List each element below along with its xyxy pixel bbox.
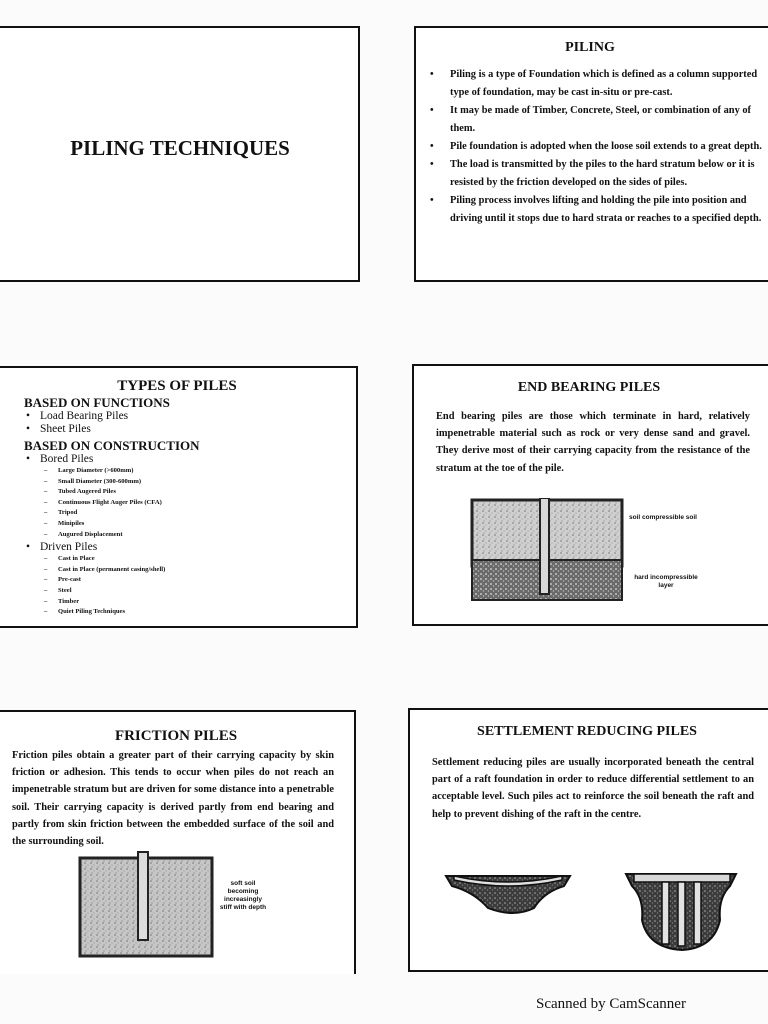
slide-title: SETTLEMENT REDUCING PILES [477, 724, 697, 739]
slide-title: TYPES OF PILES [117, 378, 237, 394]
list-subitem: Tripod [44, 508, 356, 519]
list-subitem: Continuous Flight Auger Piles (CFA) [44, 498, 356, 509]
raft-with-piles-diagram [624, 873, 738, 952]
list-item: Sheet Piles [26, 423, 356, 436]
label-soil-compressible: soil compressible soil [629, 514, 697, 521]
list-item-driven-piles: Driven Piles [26, 541, 356, 554]
list-item: Piling process involves lifting and hold… [430, 192, 764, 228]
list-subitem: Steel [44, 586, 356, 597]
heading-based-on-functions: BASED ON FUNCTIONS [24, 395, 170, 410]
list-subitem: Quiet Piling Techniques [44, 607, 356, 618]
slide-title: FRICTION PILES [114, 728, 238, 744]
raft-without-piles-diagram [444, 875, 572, 914]
slide-piling-techniques: PILING TECHNIQUES [0, 26, 360, 282]
list-item-bored-piles: Bored Piles [26, 453, 356, 466]
scanner-watermark: Scanned by CamScanner [536, 996, 686, 1012]
list-subitem: Cast in Place [44, 554, 356, 565]
slide-title: PILING [565, 40, 615, 55]
slide-title: END BEARING PILES [517, 380, 661, 395]
list-subitem: Timber [44, 597, 356, 608]
piling-bullet-list: Piling is a type of Foundation which is … [416, 66, 768, 228]
list-item: Piling is a type of Foundation which is … [430, 66, 764, 102]
heading-based-on-construction: BASED ON CONSTRUCTION [24, 438, 200, 453]
slide-types-of-piles: TYPES OF PILES BASED ON FUNCTIONS Load B… [0, 366, 358, 628]
settlement-pile-description: Settlement reducing piles are usually in… [432, 757, 754, 820]
list-subitem: Large Diameter (>600mm) [44, 466, 356, 477]
list-item: Load Bearing Piles [26, 410, 356, 423]
friction-pile-diagram [78, 851, 214, 958]
list-subitem: Cast in Place (permanent casing/shell) [44, 565, 356, 576]
list-subitem: Tubed Augered Piles [44, 487, 356, 498]
slide-friction-piles: FRICTION PILES Friction piles obtain a g… [0, 710, 356, 974]
end-bearing-description: End bearing piles are those which termin… [436, 411, 750, 474]
list-subitem: Minipiles [44, 519, 356, 530]
label-hard-incompressible-layer: hard incompressible layer [634, 574, 698, 589]
list-item: It may be made of Timber, Concrete, Stee… [430, 102, 764, 138]
list-subitem: Augured Displacement [44, 530, 356, 541]
list-subitem: Pre-cast [44, 575, 356, 586]
end-bearing-pile-diagram [470, 498, 624, 601]
friction-pile-description: Friction piles obtain a greater part of … [12, 750, 334, 848]
slide-end-bearing-piles: END BEARING PILES End bearing piles are … [412, 364, 768, 626]
list-subitem: Small Diameter (300-600mm) [44, 477, 356, 488]
slide-settlement-reducing-piles: SETTLEMENT REDUCING PILES Settlement red… [408, 708, 768, 972]
slide-title: PILING TECHNIQUES [70, 136, 290, 160]
list-item: Pile foundation is adopted when the loos… [430, 138, 764, 156]
list-item: The load is transmitted by the piles to … [430, 156, 764, 192]
label-soft-soil: soft soil becoming increasingly stiff wi… [219, 880, 267, 911]
slide-piling: PILING Piling is a type of Foundation wh… [414, 26, 768, 282]
